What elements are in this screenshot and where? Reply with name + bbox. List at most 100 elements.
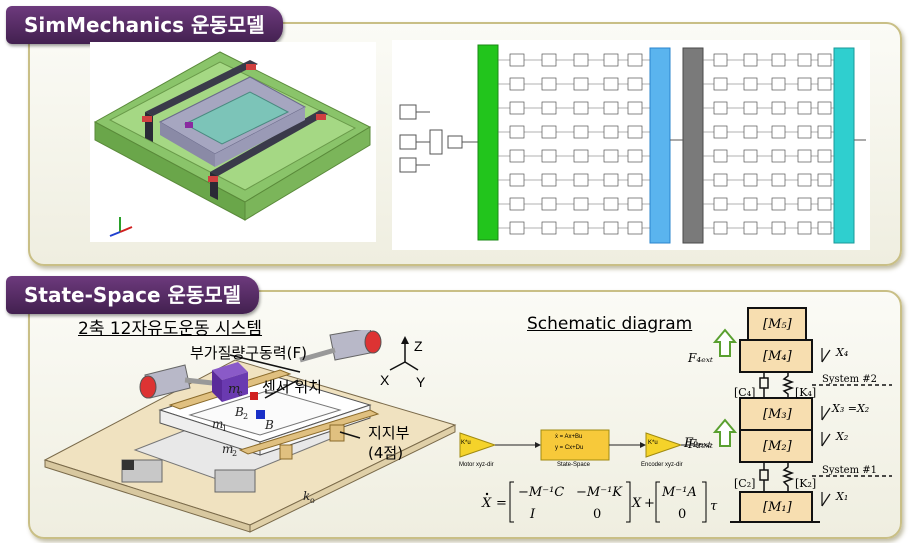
sim-block [603, 77, 619, 91]
sim-block [771, 149, 786, 163]
sim-block [817, 197, 832, 211]
label-x2: X₂ [836, 430, 849, 443]
svg-text:o: o [310, 496, 315, 505]
sim-block [541, 77, 557, 91]
sim-block [797, 173, 812, 187]
svg-text:I: I [529, 507, 536, 522]
sim-block [627, 173, 643, 187]
sim-block [509, 149, 525, 163]
sim-block [509, 197, 525, 211]
sim-block [817, 77, 832, 91]
sim-block [817, 173, 832, 187]
sim-block [797, 197, 812, 211]
sim-block [541, 101, 557, 115]
svg-text:m: m [222, 442, 233, 456]
sim-block [743, 149, 758, 163]
sim-block [603, 149, 619, 163]
sim-block [627, 149, 643, 163]
sim-block [573, 197, 589, 211]
output-gain-block [645, 432, 683, 458]
sim-block [797, 53, 812, 67]
sim-block [603, 197, 619, 211]
sim-block [509, 77, 525, 91]
sim-block [627, 53, 643, 67]
svg-text:B: B [234, 405, 244, 419]
cad-model-image [90, 42, 376, 242]
simulink-diagram [392, 40, 870, 250]
svg-text:X: X [631, 496, 642, 511]
sim-block [771, 125, 786, 139]
mass-m2 [739, 429, 813, 463]
sim-block [509, 53, 525, 67]
input-gain-block [459, 432, 497, 458]
label-system1: System #1 [822, 465, 877, 476]
sim-block [541, 125, 557, 139]
svg-text:X: X [481, 496, 492, 511]
mass-m4 [739, 339, 813, 373]
sim-block [541, 149, 557, 163]
sim-block [573, 221, 589, 235]
svg-text:1: 1 [222, 424, 227, 433]
sim-block [817, 101, 832, 115]
sim-block [573, 149, 589, 163]
sim-block [541, 221, 557, 235]
sim-block [797, 149, 812, 163]
cad-model-svg [93, 51, 372, 237]
ss-eq1-text: ẋ = Ax+Bu [555, 434, 583, 440]
sim-block [713, 173, 728, 187]
svg-text:k: k [303, 489, 310, 503]
label-k2: [K₂] [795, 477, 817, 490]
sim-block [743, 221, 758, 235]
sim-block [817, 221, 832, 235]
sensor-pos-label: 센서 위치 [262, 378, 322, 396]
sim-block [509, 125, 525, 139]
sim-block [627, 221, 643, 235]
blue-block [649, 47, 671, 244]
label-m2: [M₂] [763, 439, 792, 454]
sim-block [541, 53, 557, 67]
system-title: 2축 12자유도운동 시스템 [78, 319, 263, 339]
sim-block [713, 53, 728, 67]
ss-eq2-text: y = Cx+Du [555, 445, 584, 451]
sim-block [627, 77, 643, 91]
svg-text:M⁻¹A: M⁻¹A [661, 485, 697, 500]
sim-block [509, 221, 525, 235]
svg-text:2: 2 [232, 449, 237, 458]
svg-text:=: = [496, 496, 507, 511]
sim-block [541, 173, 557, 187]
svg-text:0: 0 [678, 507, 686, 522]
sim-block [541, 197, 557, 211]
sim-block [743, 125, 758, 139]
label-m3: [M₃] [763, 407, 792, 422]
sim-block [713, 101, 728, 115]
block-output-label: F₂ₑₓₜ [684, 436, 712, 451]
sim-block [743, 101, 758, 115]
sim-block [713, 125, 728, 139]
gray-block [682, 47, 704, 244]
drive-force-label: 부가질량구동력(F) [190, 344, 307, 362]
sim-block [771, 173, 786, 187]
sim-block [509, 173, 525, 187]
sim-block [771, 101, 786, 115]
label-m1: [M₁] [763, 500, 792, 515]
sim-block [603, 173, 619, 187]
svg-text:+: + [644, 496, 655, 511]
axis-y-label: Y [416, 374, 426, 390]
label-m4: [M₄] [763, 349, 792, 364]
svg-text:τ: τ [710, 499, 718, 514]
sim-block [797, 101, 812, 115]
sim-block [603, 101, 619, 115]
label-c2: [C₂] [734, 477, 756, 490]
sim-block [509, 101, 525, 115]
svg-text:m: m [228, 382, 240, 397]
sim-block [743, 77, 758, 91]
sim-block [817, 125, 832, 139]
sim-block [573, 173, 589, 187]
label-k4: [K₄] [795, 386, 817, 399]
motor-label: Motor xyz-dir [459, 462, 494, 468]
sim-block [771, 221, 786, 235]
ss-label: State-Space [557, 462, 591, 468]
svg-text:2: 2 [243, 412, 248, 421]
svg-text:−M⁻¹C: −M⁻¹C [518, 485, 564, 500]
gain-out-text: K*u [648, 440, 658, 446]
